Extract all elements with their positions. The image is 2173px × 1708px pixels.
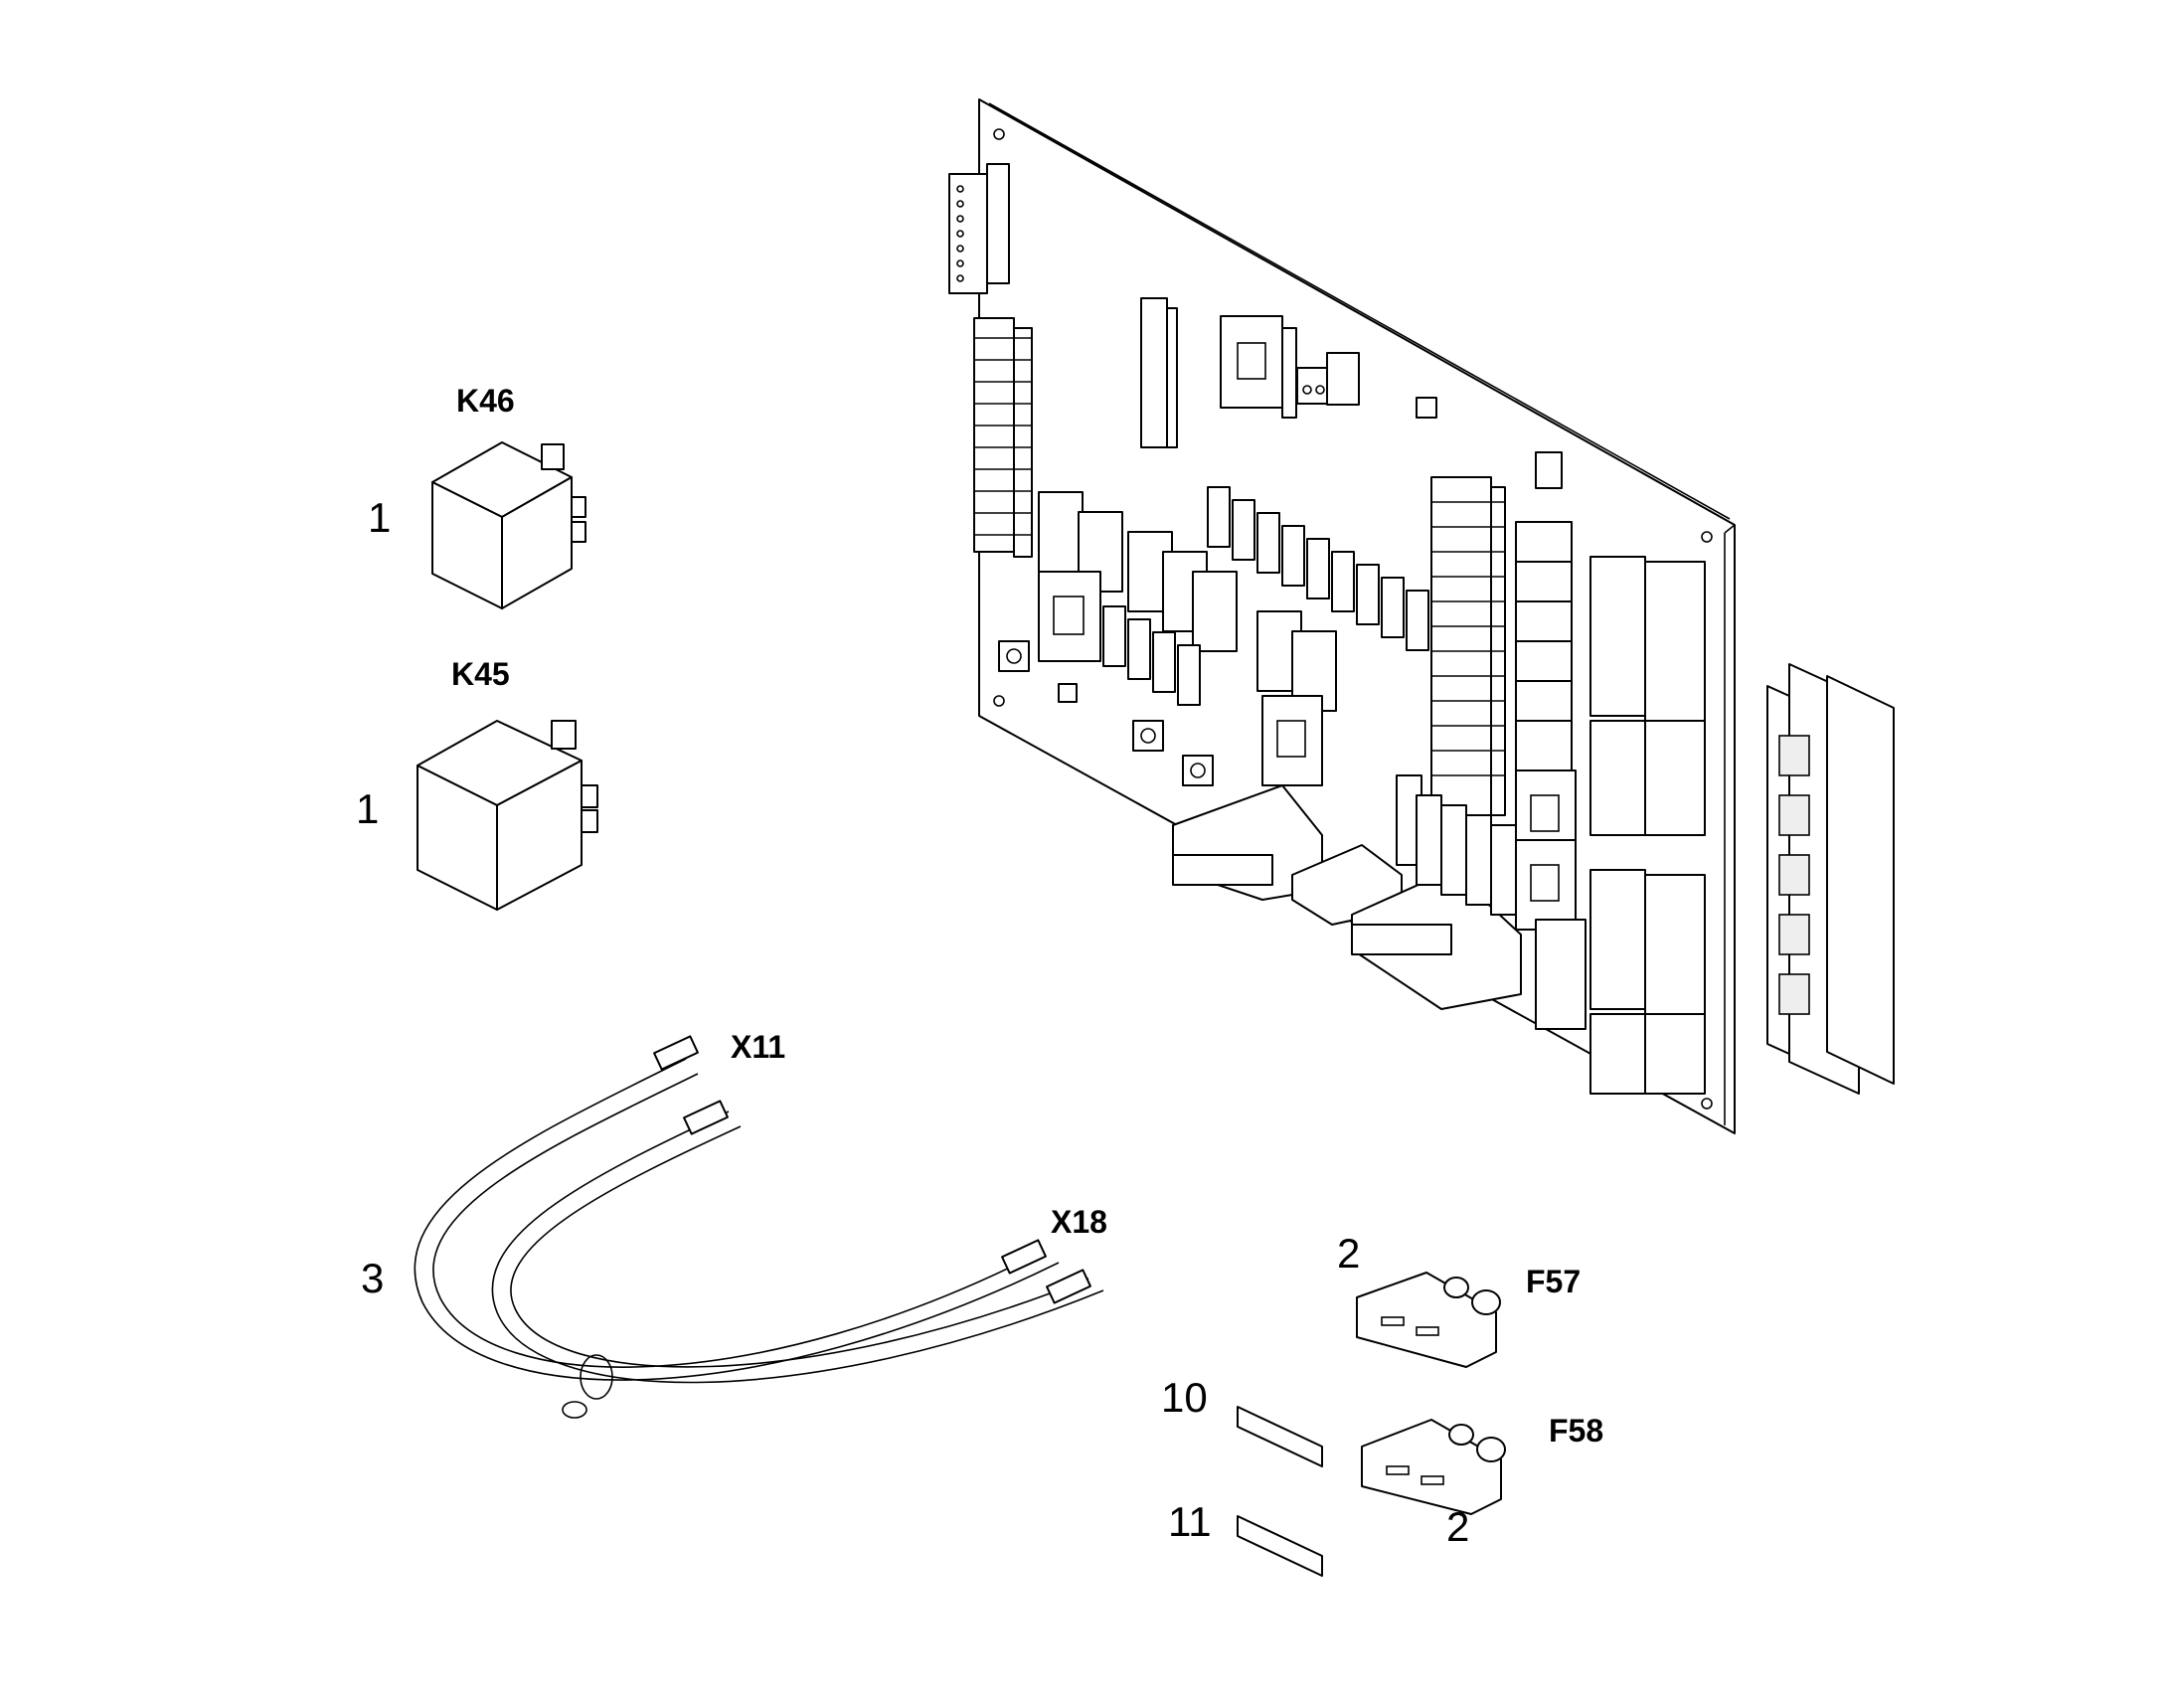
board-fuse-holders bbox=[1102, 486, 1429, 706]
board-trimmer bbox=[1535, 451, 1563, 489]
cable-end-x18: X18 bbox=[1051, 1204, 1107, 1240]
relay-k46-item: 1 bbox=[368, 494, 392, 541]
relay-k46-drawing bbox=[431, 441, 586, 609]
fuse-f58-item: 2 bbox=[1446, 1503, 1470, 1550]
fuse-f57-item: 2 bbox=[1337, 1230, 1361, 1277]
board-terminal-blocks-right bbox=[1535, 556, 1706, 1095]
strip-10-drawing bbox=[1237, 1406, 1323, 1467]
side-connector bbox=[1766, 663, 1895, 1095]
fuse-f57-drawing bbox=[1356, 1272, 1501, 1368]
relay-k46-code: K46 bbox=[456, 383, 515, 419]
board-led bbox=[1416, 397, 1437, 419]
cable-end-x11: X11 bbox=[731, 1029, 786, 1065]
cable-item: 3 bbox=[361, 1255, 385, 1301]
relay-k45-code: K45 bbox=[451, 656, 510, 692]
strip-11-item: 11 bbox=[1168, 1498, 1212, 1545]
board-terminal-column-center bbox=[1430, 476, 1506, 816]
board-connector-top bbox=[948, 163, 1010, 294]
relay-k45-item: 1 bbox=[356, 785, 380, 832]
fuse-f57-code: F57 bbox=[1526, 1264, 1582, 1299]
board-small-plug bbox=[1296, 352, 1360, 406]
cable-drawing bbox=[414, 1035, 1104, 1419]
board-terminal-strip-left bbox=[973, 317, 1033, 558]
circuit-board bbox=[948, 98, 1736, 1134]
fuse-f58-code: F58 bbox=[1549, 1413, 1604, 1449]
strip-11-drawing bbox=[1237, 1515, 1323, 1577]
board-relay-sockets-right bbox=[1515, 521, 1577, 931]
board-relay-socket-top bbox=[1220, 315, 1297, 419]
board-relay-sockets bbox=[1038, 491, 1337, 786]
board-connectors-bottom bbox=[1172, 774, 1522, 1010]
strip-10-item: 10 bbox=[1161, 1374, 1208, 1421]
board-pillar bbox=[1140, 297, 1168, 448]
relay-k45-drawing bbox=[417, 720, 598, 911]
fuse-f58-drawing bbox=[1361, 1419, 1506, 1515]
